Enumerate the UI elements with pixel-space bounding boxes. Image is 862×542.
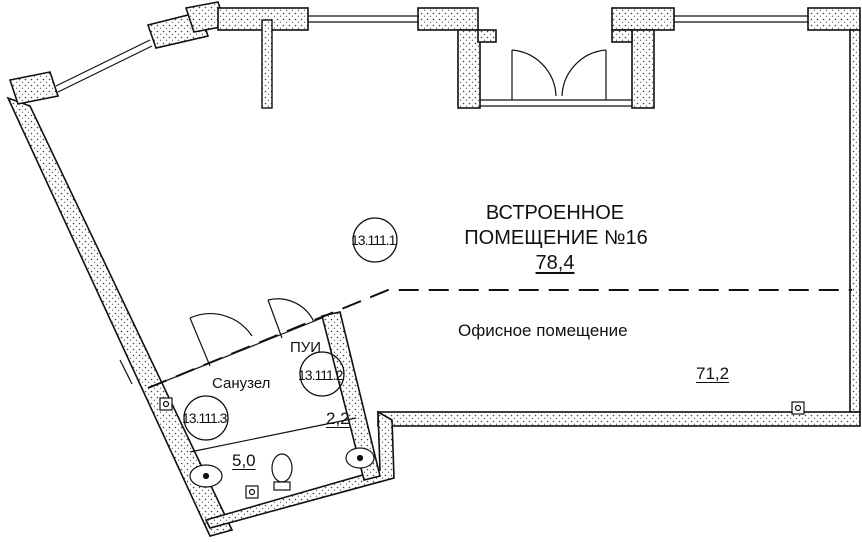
column	[261, 19, 273, 109]
window-lines	[55, 15, 808, 107]
bathroom-partitions	[147, 317, 357, 453]
toilet-icon	[271, 453, 293, 483]
plan-title-line2: ПОМЕЩЕНИЕ №16	[464, 227, 648, 249]
room-stamp-circle	[352, 217, 398, 263]
room-stamps	[183, 217, 398, 441]
fixtures	[159, 397, 805, 499]
interior-doors	[119, 298, 315, 385]
room-code: 13.111.2	[298, 367, 343, 383]
room-stamp-circle	[299, 351, 345, 397]
exterior-walls	[6, 1, 861, 537]
room-stamp-circle	[183, 395, 229, 441]
room-code: 13.111.1	[351, 232, 396, 248]
room-code: 13.111.3	[182, 410, 227, 426]
room-name: ПУИ	[290, 339, 322, 356]
room-area: 71,2	[696, 364, 730, 383]
room-area: 2,2	[326, 409, 350, 428]
entrance-doors	[511, 49, 607, 100]
zone-divider	[147, 289, 852, 389]
room-name: Санузел	[212, 375, 271, 392]
room-name: Офисное помещение	[458, 321, 628, 340]
room-area: 5,0	[232, 451, 256, 470]
plan-total-area: 78,4	[535, 252, 575, 274]
plan-title-line1: ВСТРОЕННОЕ	[485, 202, 625, 224]
